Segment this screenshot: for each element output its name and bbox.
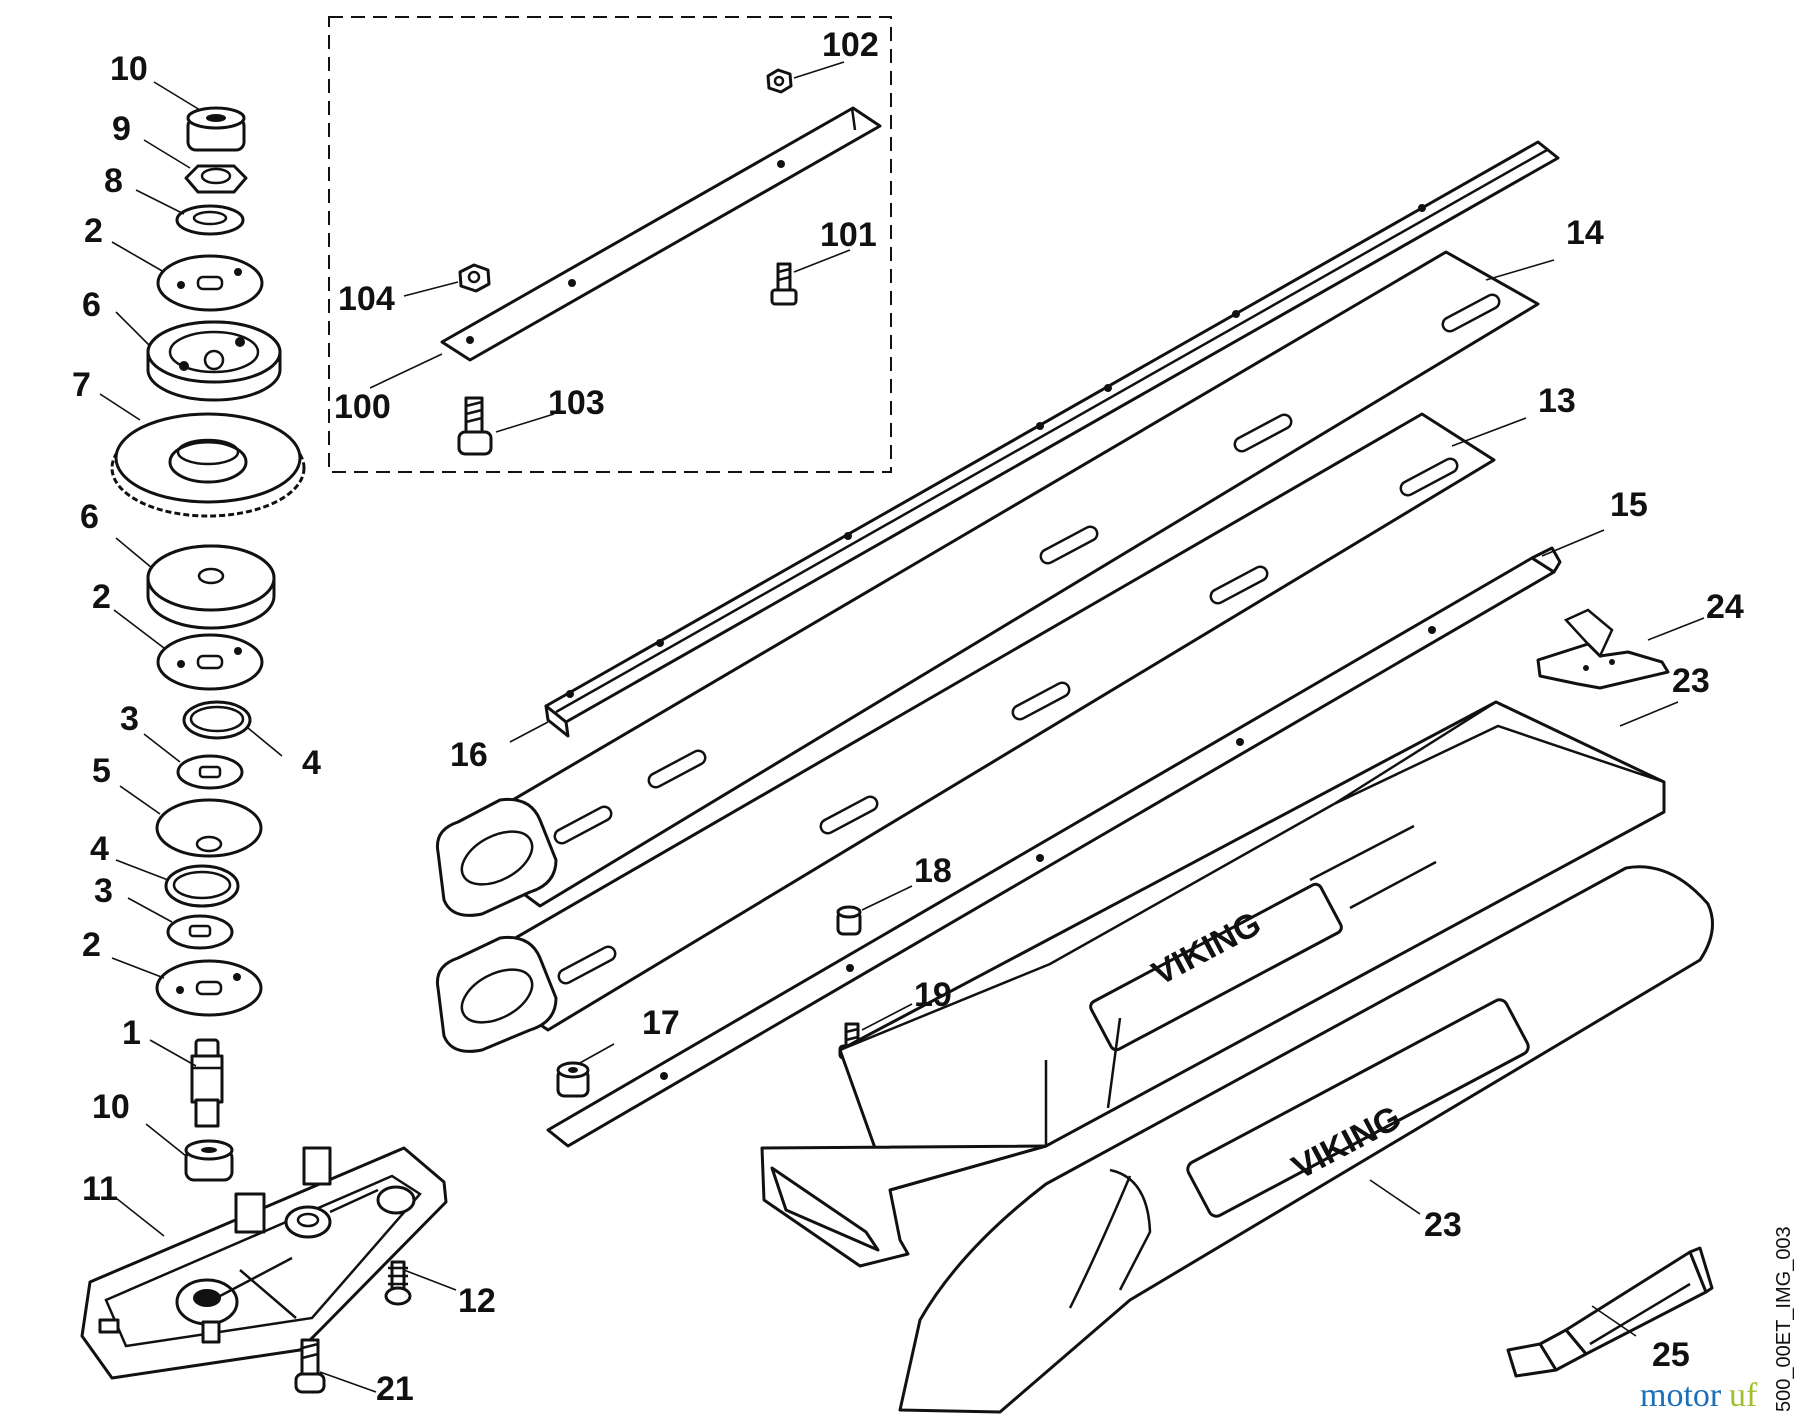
- part-8-washer: [175, 204, 245, 236]
- part-3-disc-top: [176, 754, 244, 790]
- callout-16: 16: [450, 736, 488, 774]
- part-17-spacer: [556, 1061, 590, 1098]
- part-16-guide-bar: [544, 140, 1560, 738]
- part-14-upper-blade: [435, 250, 1540, 917]
- watermark-part-b: uf: [1729, 1377, 1758, 1414]
- callout-23-upper: 23: [1672, 662, 1710, 700]
- callout-2-top: 2: [84, 212, 103, 250]
- callout-4-top: 4: [302, 744, 321, 782]
- part-12-screw: [384, 1260, 412, 1306]
- part-10-bushing-bottom: [184, 1139, 234, 1182]
- callout-5: 5: [92, 752, 111, 790]
- callout-2-bottom: 2: [82, 926, 101, 964]
- callout-24: 24: [1706, 588, 1744, 626]
- part-10-bushing-top: [186, 106, 246, 152]
- callout-103: 103: [548, 384, 605, 422]
- callout-102: 102: [822, 26, 879, 64]
- callout-9: 9: [112, 110, 131, 148]
- callout-23-lower: 23: [1424, 1206, 1462, 1244]
- callout-4-bottom: 4: [90, 830, 109, 868]
- part-21-bolt: [294, 1338, 326, 1394]
- callout-10-bottom: 10: [92, 1088, 130, 1126]
- watermark-part-a: motor: [1640, 1377, 1722, 1414]
- callout-7: 7: [72, 366, 91, 404]
- callout-6-top: 6: [82, 286, 101, 324]
- part-6-flange-top: [146, 320, 282, 402]
- part-104-nut: [458, 263, 491, 293]
- part-15-strip: [546, 546, 1562, 1148]
- part-23-scabbard-upper: VIKING: [760, 700, 1666, 1268]
- part-4-ring-bottom: [164, 864, 240, 908]
- part-100-strip: [440, 106, 882, 362]
- callout-14: 14: [1566, 214, 1604, 252]
- callout-104: 104: [338, 280, 395, 318]
- callout-100: 100: [334, 388, 391, 426]
- callout-labels: 10 9 8 2 6 7 6 2 3 4 5 4 3 2 1 10 11 12 …: [72, 26, 1744, 1408]
- part-6-flange-bottom: [146, 544, 276, 630]
- part-5-diaphragm: [155, 798, 263, 858]
- part-101-screw: [770, 262, 798, 306]
- callout-3-bottom: 3: [94, 872, 113, 910]
- kit-dashed-box: [328, 16, 892, 473]
- callout-101: 101: [820, 216, 877, 254]
- callout-3-top: 3: [120, 700, 139, 738]
- side-code: 500_00ET_IMG_003: [1773, 1226, 1795, 1412]
- callout-21: 21: [376, 1370, 414, 1408]
- part-4-ring-top: [182, 700, 252, 740]
- part-18-spacer: [836, 905, 862, 936]
- part-102-nut: [766, 68, 793, 94]
- callout-17: 17: [642, 1004, 680, 1042]
- leader-lines: [99, 61, 1705, 1393]
- part-1-shaft: [190, 1038, 224, 1128]
- callout-6-bottom: 6: [80, 498, 99, 536]
- callout-1: 1: [122, 1014, 141, 1052]
- callout-2-middle: 2: [92, 578, 111, 616]
- part-7-gear: [110, 412, 306, 518]
- callout-19: 19: [914, 976, 952, 1014]
- callout-8: 8: [104, 162, 123, 200]
- part-11-housing: [80, 1146, 448, 1380]
- part-24-tab: [1536, 608, 1670, 690]
- part-2-plate-bottom: [155, 959, 263, 1017]
- callout-15: 15: [1610, 486, 1648, 524]
- part-13-lower-blade: [435, 412, 1496, 1053]
- part-23-scabbard-lower: VIKING: [898, 865, 1714, 1414]
- callout-13: 13: [1538, 382, 1576, 420]
- part-3-disc-bottom: [166, 914, 234, 950]
- callout-10-top: 10: [110, 50, 148, 88]
- part-9-nut: [184, 164, 248, 194]
- part-2-plate-middle: [156, 633, 264, 691]
- part-25-grease-tube: [1506, 1246, 1714, 1378]
- callout-18: 18: [914, 852, 952, 890]
- callout-12: 12: [458, 1282, 496, 1320]
- callout-11: 11: [82, 1170, 118, 1208]
- part-2-plate-top: [156, 254, 264, 312]
- callout-25: 25: [1652, 1336, 1690, 1374]
- watermark: motor uf: [1640, 1377, 1758, 1414]
- part-103-bolt: [457, 396, 493, 456]
